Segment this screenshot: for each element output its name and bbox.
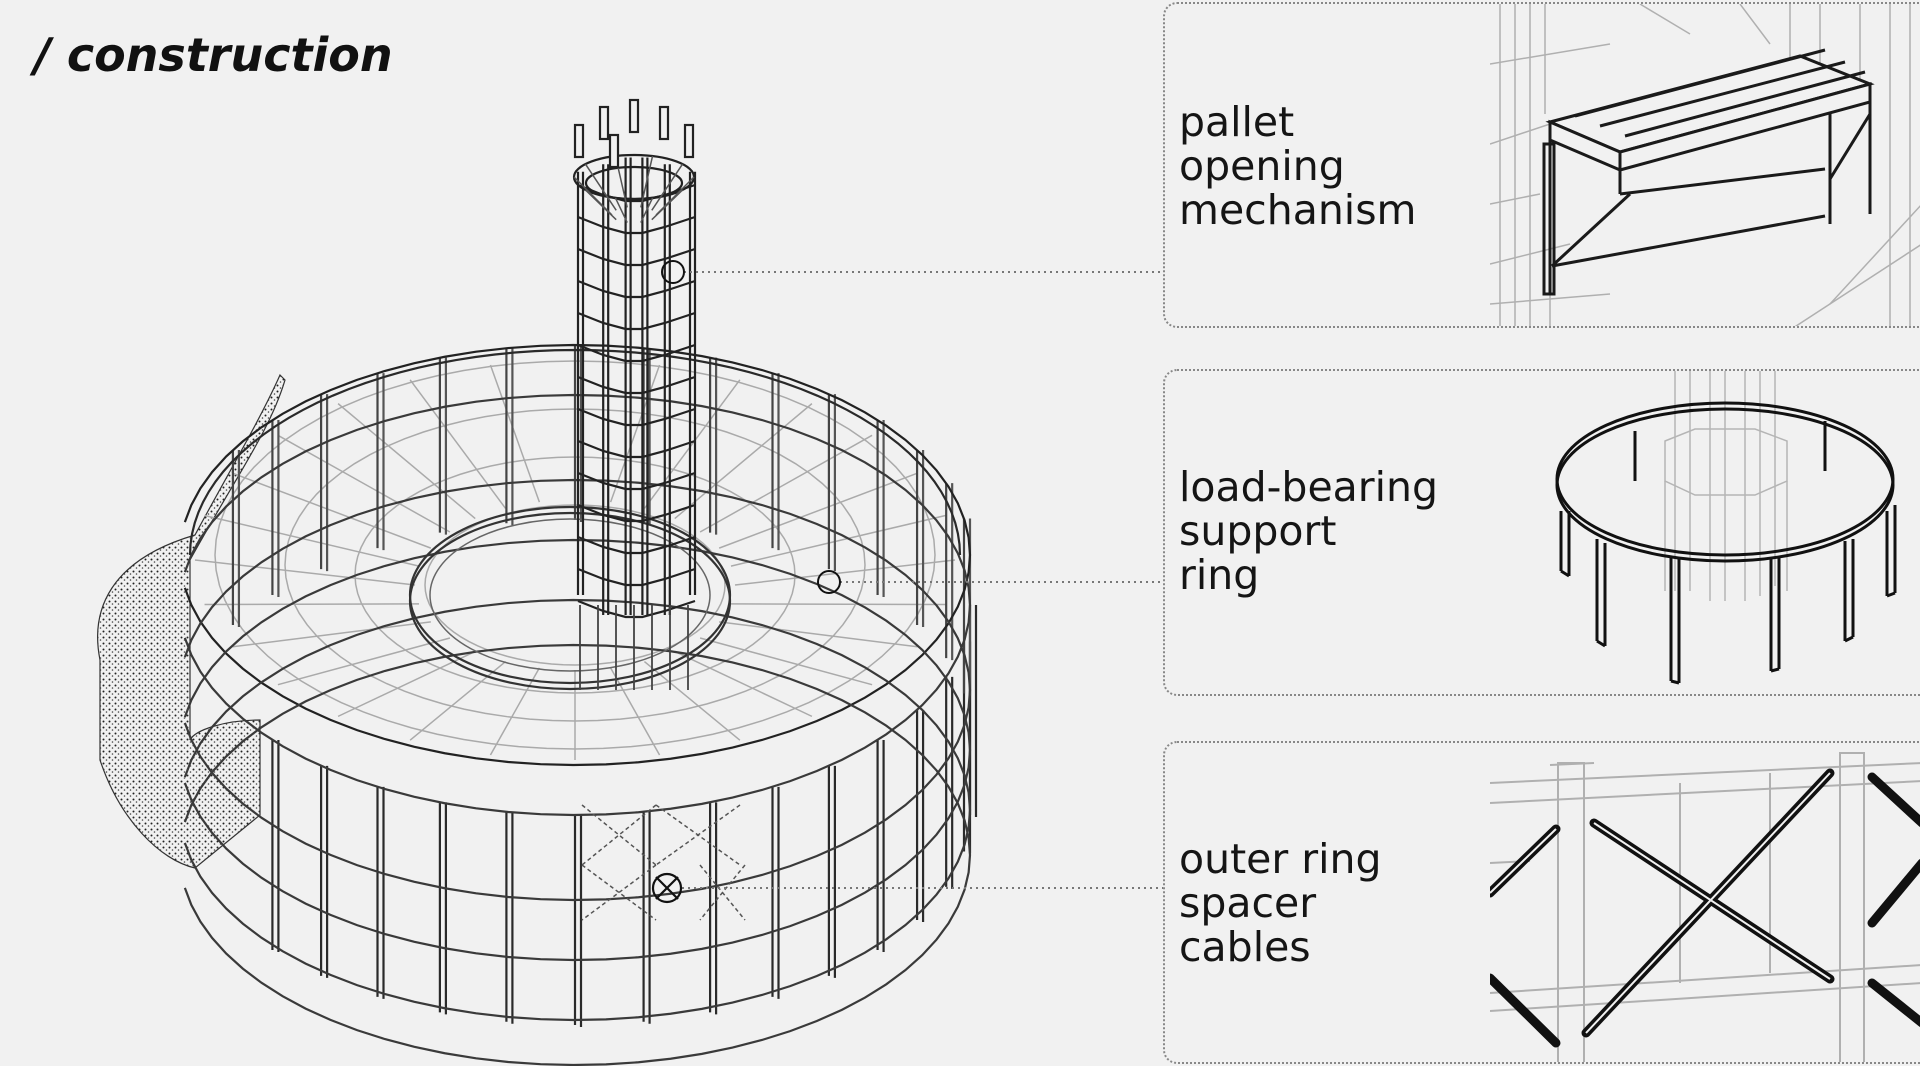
pallet-mechanism-drawing <box>1490 4 1920 326</box>
cross-bracing <box>581 804 746 921</box>
outer-ring-frame <box>183 343 978 1066</box>
stippled-screen-wall <box>97 373 286 869</box>
inner-support-ring <box>408 505 732 691</box>
detail-label: outer ring spacer cables <box>1179 835 1382 971</box>
detail-label: pallet opening mechanism <box>1179 98 1417 234</box>
callout-circle-icon <box>817 570 841 594</box>
detail-card-support-ring: load-bearing support ring <box>1163 369 1920 696</box>
callout-circle-icon <box>661 260 685 284</box>
spacer-cables-drawing <box>1490 752 1920 1062</box>
central-tower <box>572 98 697 690</box>
cross-brace-icon <box>651 872 683 904</box>
support-ring-drawing <box>1555 371 1897 685</box>
detail-card-pallet-mechanism: pallet opening mechanism <box>1163 2 1920 328</box>
detail-label: load-bearing support ring <box>1179 463 1439 599</box>
detail-card-spacer-cables: outer ring spacer cables <box>1163 741 1920 1064</box>
page-title: / construction <box>34 28 393 82</box>
